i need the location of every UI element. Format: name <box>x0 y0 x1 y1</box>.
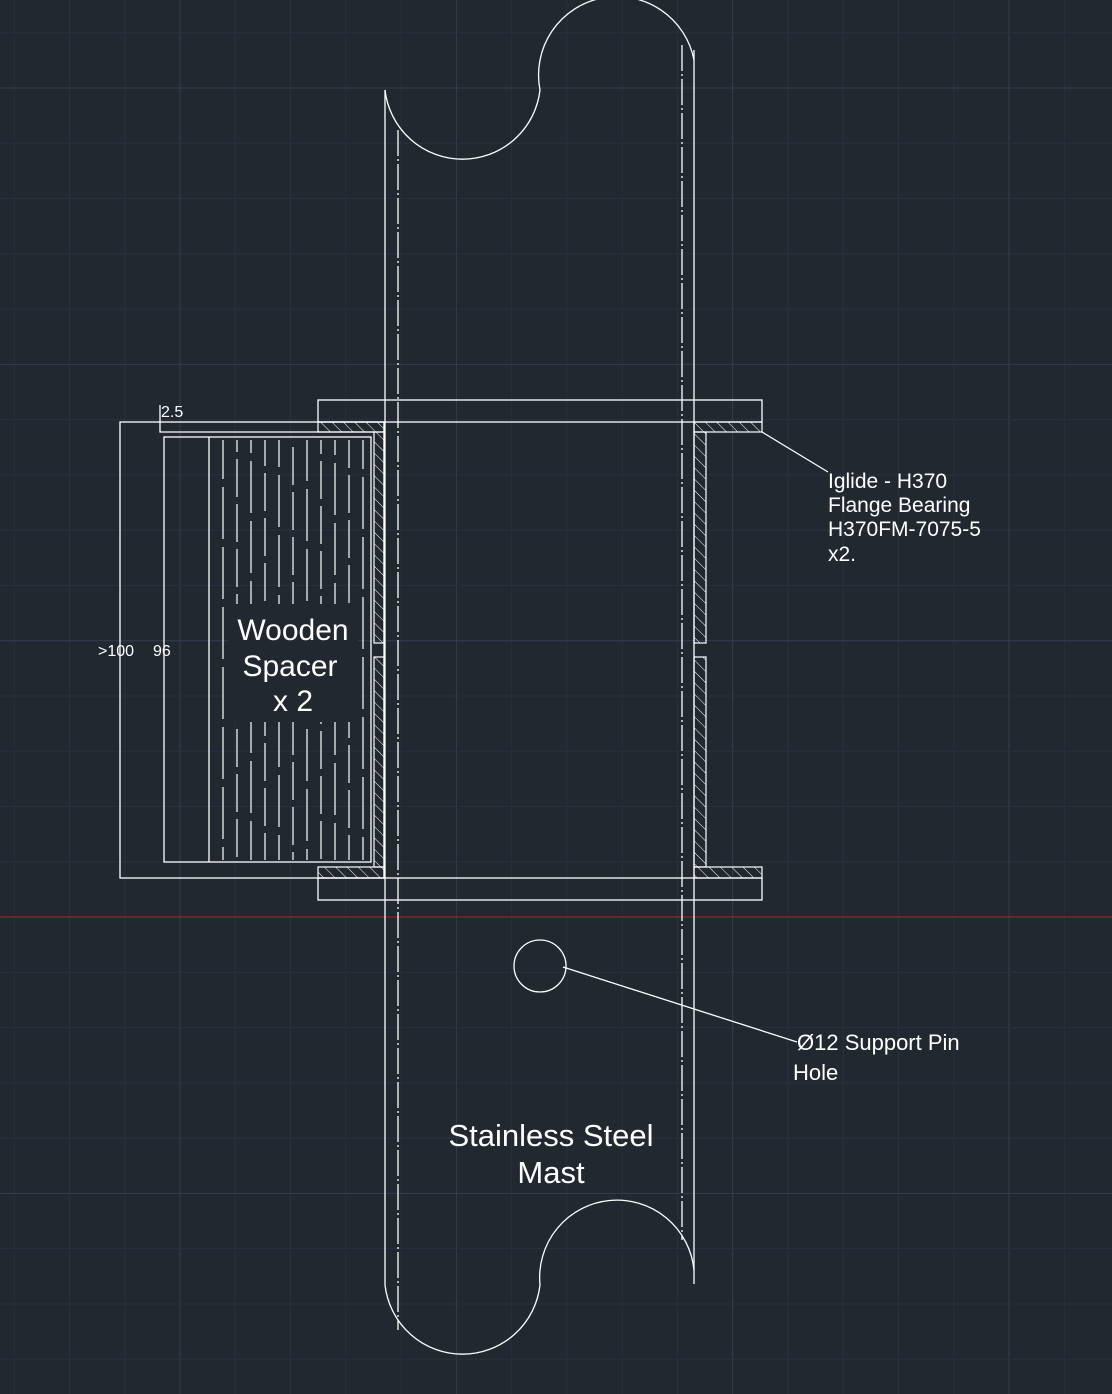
flange-bearing-top <box>317 399 763 644</box>
bottom-flange-hatch-left <box>317 866 385 879</box>
top-flange-hatch-left <box>317 421 385 433</box>
pin-hole-label-line-2: Hole <box>793 1060 838 1085</box>
spacer-label-mask <box>228 604 358 722</box>
top-flange-hatch-right <box>693 421 763 433</box>
spacer-label-line-3: x 2 <box>273 685 313 718</box>
bottom-sleeve-right <box>693 656 707 868</box>
bearing-label-line-3: H370FM-7075-5 <box>828 518 981 541</box>
pin-hole-leader-line <box>562 966 798 1043</box>
bearing-leader-line <box>761 431 829 473</box>
dimension-text-outer-height: >100 <box>98 643 134 660</box>
outer-envelope-outline <box>119 421 385 879</box>
dimension-text-2-5: 2.5 <box>161 404 183 421</box>
bearing-callout: Iglide - H370 Flange Bearing H370FM-7075… <box>828 470 981 566</box>
mast-label-line-1: Stainless Steel <box>448 1118 653 1153</box>
flange-bearing-bottom <box>317 656 763 901</box>
dimension-text-spacer-height: 96 <box>153 643 171 660</box>
pin-hole-label-line-1: Ø12 Support Pin <box>797 1030 960 1055</box>
top-flange-outline <box>317 399 763 423</box>
bottom-flange-hatch-right <box>693 866 763 879</box>
bottom-flange-outline <box>317 877 763 901</box>
bearing-label-line-4: x2. <box>828 543 856 566</box>
mast-label-line-2: Mast <box>517 1155 585 1190</box>
spacer-outline <box>163 436 372 863</box>
dimension-flange-thickness: 2.5 <box>159 404 374 433</box>
top-sleeve-right <box>693 431 707 644</box>
bearing-label-line-2: Flange Bearing <box>828 494 970 517</box>
dimension-bracket <box>159 405 374 433</box>
bearing-label-line-1: Iglide - H370 <box>828 470 947 493</box>
wooden-spacer: Wooden Spacer x 2 <box>163 436 372 863</box>
support-pin-hole <box>513 939 567 993</box>
mast-top-break <box>384 0 695 160</box>
mast-bottom-break <box>384 1199 695 1355</box>
top-sleeve-left <box>373 431 385 644</box>
spacer-label-line-1: Wooden <box>237 614 348 647</box>
spacer-label-line-2: Spacer <box>242 650 337 683</box>
bottom-sleeve-left <box>373 656 385 868</box>
